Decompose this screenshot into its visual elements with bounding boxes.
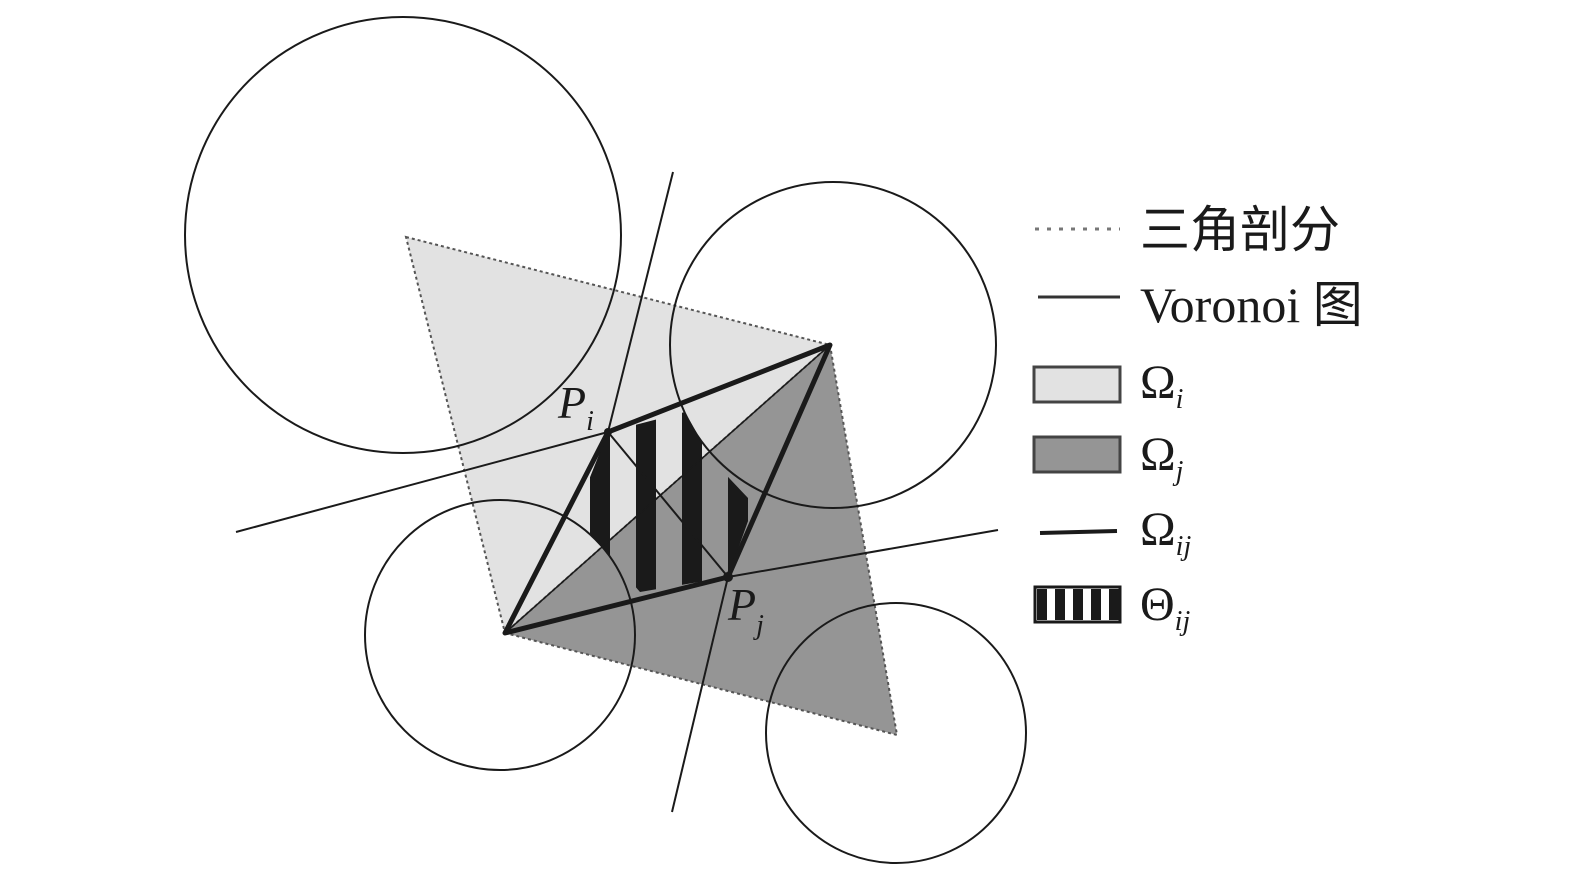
legend: 三角剖分 Voronoi 图 Ωi Ωj Ωij Θij [1032, 202, 1363, 637]
legend-triangulation-label: 三角剖分 [1140, 202, 1340, 258]
circle-bottom-left [364, 499, 636, 771]
legend-omega-i-label: Ωi [1140, 356, 1183, 415]
legend-theta-ij-label: Θij [1140, 578, 1190, 637]
circle-right [669, 181, 997, 509]
voronoi-edge [235, 431, 609, 533]
voronoi-edges [235, 171, 999, 813]
circle-bottom-right [765, 602, 1027, 864]
legend-omega-ij-label: Ωij [1140, 503, 1191, 562]
voronoi-edge [607, 171, 674, 433]
legend-omega-j-label: Ωj [1140, 428, 1184, 487]
legend-theta-ij-swatch [1033, 585, 1122, 624]
legend-omega-j-swatch [1032, 435, 1122, 474]
label-pj: Pj [727, 579, 764, 641]
legend-omega-ij-swatch [1039, 529, 1118, 535]
omega-ij-boundary [502, 342, 833, 636]
point-pj [723, 572, 733, 582]
legend-omega-i-swatch [1032, 365, 1122, 404]
circles [184, 16, 1027, 864]
voronoi-edge [671, 576, 729, 813]
circle-top-left [184, 16, 622, 454]
theta-ij-hatched-region [575, 412, 752, 592]
voronoi-edge [727, 529, 999, 578]
triangulation-diagonal [504, 344, 831, 634]
legend-voronoi-label: Voronoi 图 [1140, 277, 1363, 333]
point-pi [604, 428, 612, 436]
voronoi-edge [607, 431, 729, 578]
label-pi: Pi [557, 377, 594, 437]
